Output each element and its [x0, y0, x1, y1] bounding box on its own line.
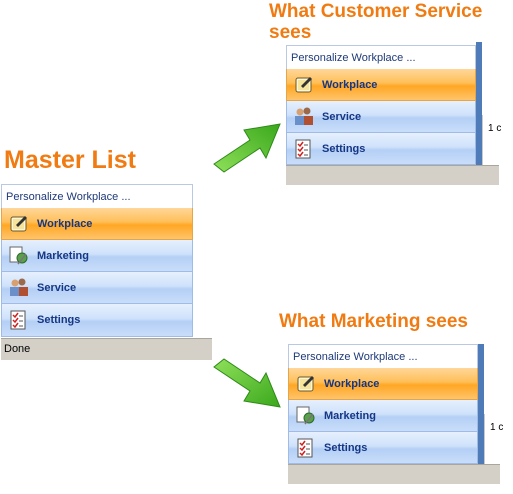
personalize-workplace-link[interactable]: Personalize Workplace ... — [1, 184, 193, 208]
workplace-icon — [295, 373, 317, 395]
settings-icon — [293, 138, 315, 160]
personalize-workplace-link[interactable]: Personalize Workplace ... — [288, 344, 478, 368]
nav-item-workplace[interactable]: Workplace — [1, 208, 193, 240]
personalize-workplace-link[interactable]: Personalize Workplace ... — [286, 45, 476, 69]
nav-item-workplace[interactable]: Workplace — [286, 69, 476, 101]
nav-item-settings[interactable]: Settings — [1, 304, 193, 337]
marketing-icon — [8, 245, 30, 267]
splitter-bar[interactable] — [476, 42, 482, 165]
nav-item-label: Workplace — [324, 377, 380, 390]
content-fragment-text: 1 c — [488, 123, 502, 134]
nav-item-label: Workplace — [37, 217, 93, 230]
nav-item-label: Marketing — [324, 409, 376, 422]
status-bar — [286, 165, 499, 185]
marketing-panel: Personalize Workplace ... Workplace Mark… — [288, 344, 513, 486]
arrow-down-right-icon — [213, 358, 281, 408]
customer-service-heading-line1: What Customer Service — [269, 1, 483, 22]
splitter-bar[interactable] — [478, 344, 484, 464]
nav-item-settings[interactable]: Settings — [288, 432, 478, 464]
arrow-up-right-icon — [213, 123, 281, 173]
nav-item-label: Settings — [324, 441, 368, 454]
nav-item-marketing[interactable]: Marketing — [1, 240, 193, 272]
nav-item-workplace[interactable]: Workplace — [288, 368, 478, 400]
marketing-icon — [295, 405, 317, 427]
status-bar — [288, 464, 500, 484]
service-icon — [8, 277, 30, 299]
nav-item-settings[interactable]: Settings — [286, 133, 476, 165]
service-icon — [293, 106, 315, 128]
settings-icon — [295, 437, 317, 459]
master-list-heading: Master List — [4, 146, 136, 174]
nav-item-label: Marketing — [37, 249, 89, 262]
content-fragment-text: 1 c — [490, 422, 504, 433]
nav-item-service[interactable]: Service — [1, 272, 193, 304]
customer-service-panel: Personalize Workplace ... Workplace Serv… — [286, 42, 513, 185]
customer-service-heading-line2: sees — [269, 22, 312, 43]
settings-icon — [8, 309, 30, 331]
nav-item-service[interactable]: Service — [286, 101, 476, 133]
status-bar: Done — [1, 338, 212, 360]
marketing-heading: What Marketing sees — [279, 311, 468, 332]
workplace-icon — [8, 213, 30, 235]
nav-item-label: Service — [322, 110, 362, 123]
nav-item-label: Settings — [37, 314, 81, 326]
nav-item-label: Service — [37, 281, 77, 294]
workplace-icon — [293, 74, 315, 96]
nav-item-label: Workplace — [322, 78, 378, 91]
customer-service-heading: What Customer Service sees — [269, 1, 482, 43]
nav-item-marketing[interactable]: Marketing — [288, 400, 478, 432]
master-panel: Personalize Workplace ... Workplace Mark… — [1, 184, 212, 361]
nav-item-label: Settings — [322, 142, 366, 155]
